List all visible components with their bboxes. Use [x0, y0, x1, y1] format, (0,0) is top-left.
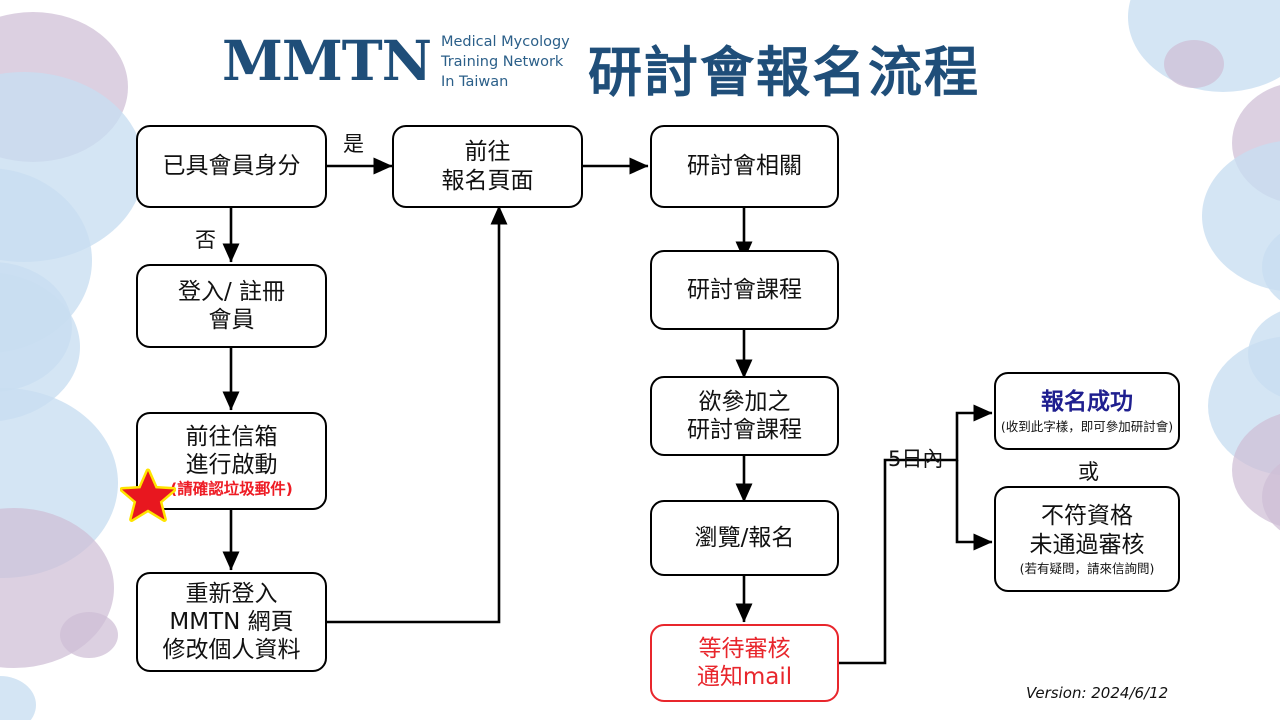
decor-blob	[0, 676, 36, 720]
star-icon	[120, 468, 176, 522]
node-text: 研討會相關	[687, 153, 802, 180]
node-go-signup-page[interactable]: 前往 報名頁面	[392, 125, 583, 208]
decor-blob	[0, 72, 144, 262]
node-await-review[interactable]: 等待審核 通知mail	[650, 624, 839, 702]
node-browse-signup[interactable]: 瀏覽/報名	[650, 500, 839, 576]
node-text: 登入/ 註冊	[177, 278, 286, 305]
node-desired-courses[interactable]: 欲參加之 研討會課程	[650, 376, 839, 456]
decor-blob	[0, 508, 114, 668]
decor-blob	[0, 388, 118, 578]
node-text: 前往	[464, 139, 511, 166]
decor-blob	[60, 612, 118, 658]
node-not-qualified[interactable]: 不符資格 未通過審核 (若有疑問，請來信詢問)	[994, 486, 1180, 592]
edge-label-or: 或	[1078, 460, 1099, 484]
edge-label-yes: 是	[343, 132, 364, 156]
decor-blob	[1202, 140, 1280, 292]
edge-label-no: 否	[195, 228, 216, 252]
decor-blob	[1208, 336, 1280, 476]
logo-subtitle-line-1: Medical Mycology	[440, 34, 570, 50]
node-text: 不符資格	[1041, 503, 1133, 530]
node-text: 通知mail	[696, 664, 793, 690]
decor-blob	[0, 272, 80, 422]
logo-subtitle: Medical Mycology Training Network In Tai…	[441, 28, 570, 92]
logo-subtitle-line-3: In Taiwan	[440, 74, 509, 90]
node-seminar-info[interactable]: 研討會相關	[650, 125, 839, 208]
node-note: (請確認垃圾郵件)	[170, 480, 293, 499]
node-headline: 報名成功	[1041, 389, 1133, 416]
decor-blob	[1128, 0, 1280, 92]
node-text: 會員	[208, 307, 255, 333]
node-relogin-edit[interactable]: 重新登入 MMTN 網頁 修改個人資料	[136, 572, 327, 672]
node-signup-success[interactable]: 報名成功 (收到此字樣，即可參加研討會)	[994, 372, 1180, 450]
node-text: 研討會課程	[687, 417, 802, 443]
node-text: 等待審核	[698, 635, 791, 662]
decor-blob	[1248, 306, 1280, 402]
node-text: 前往信箱	[185, 424, 278, 451]
node-seminar-courses[interactable]: 研討會課程	[650, 250, 839, 330]
node-note: (收到此字樣，即可參加研討會)	[1000, 418, 1174, 434]
decor-blob	[1232, 410, 1280, 530]
node-note: (若有疑問，請來信詢問)	[1019, 560, 1155, 576]
decor-blob	[0, 12, 128, 162]
node-text: 重新登入	[185, 580, 278, 607]
logo-subtitle-line-2: Training Network	[440, 54, 564, 70]
decor-blob	[1232, 82, 1280, 204]
decor-blob	[0, 262, 72, 392]
node-login-register[interactable]: 登入/ 註冊 會員	[136, 264, 327, 348]
decor-blob	[1164, 40, 1224, 88]
logo-wordmark: MMTN	[222, 27, 432, 93]
node-member-status[interactable]: 已具會員身分	[136, 125, 327, 208]
node-text: 已具會員身分	[162, 153, 301, 180]
mmtn-logo: MMTN Medical Mycology Training Network I…	[222, 28, 570, 92]
decor-blob	[0, 168, 92, 353]
node-text: 未通過審核	[1029, 531, 1145, 558]
node-text: 瀏覽/報名	[694, 524, 795, 551]
decor-blob	[1262, 222, 1280, 312]
node-text: MMTN 網頁	[169, 608, 294, 635]
decor-blob	[1262, 452, 1280, 542]
version-label: Version: 2024/6/12	[1026, 684, 1169, 702]
page-title: 研討會報名流程	[588, 41, 980, 104]
node-text: 欲參加之	[698, 388, 791, 415]
node-text: 修改個人資料	[162, 637, 301, 664]
node-text: 進行啟動	[185, 452, 278, 479]
edge-label-within-5-days: 5日內	[888, 447, 944, 471]
node-text: 研討會課程	[687, 276, 802, 303]
node-text: 報名頁面	[441, 167, 534, 194]
